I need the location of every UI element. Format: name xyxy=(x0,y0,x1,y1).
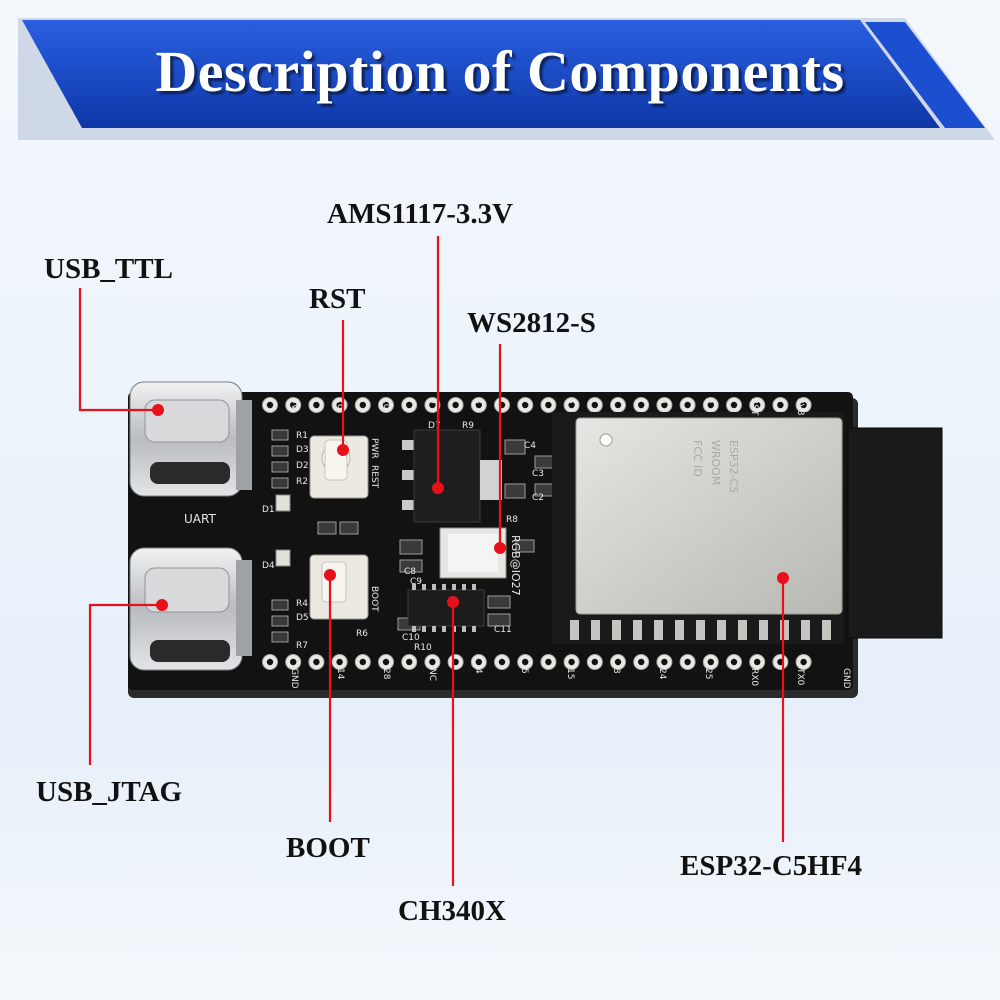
pin-label: 0 xyxy=(657,398,667,404)
module-pad xyxy=(717,620,726,640)
label-usb-jtag: USB_JTAG xyxy=(36,776,183,808)
silkscreen: UART BOOT PWR REST RGB@IO27 R1D3D2R2D1D4… xyxy=(184,398,851,689)
ref-designator: D3 xyxy=(296,445,309,455)
ref-designator: R6 xyxy=(356,629,368,639)
pin-label: 25 xyxy=(703,668,713,679)
pin-label: 3V3 xyxy=(795,398,805,416)
usb-jtag-pointer xyxy=(88,603,162,765)
ref-designator: R4 xyxy=(296,599,308,609)
pin-label: 4 xyxy=(473,668,483,674)
pin-label: 5 xyxy=(519,668,529,674)
svg-text:ESP32-C5: ESP32-C5 xyxy=(727,440,740,493)
rgb-silk: RGB@IO27 xyxy=(509,535,522,596)
module-pad xyxy=(801,620,810,640)
pin-label: 2 xyxy=(703,398,713,404)
ref-designator: C3 xyxy=(532,469,544,479)
ref-designator: C9 xyxy=(410,577,422,587)
pin-label: 5V xyxy=(289,398,299,411)
pin-label: 15 xyxy=(565,668,575,679)
title-banner xyxy=(18,18,995,140)
svg-text:FCC ID: FCC ID xyxy=(691,440,704,477)
label-usb-ttl: USB_TTL xyxy=(44,253,173,285)
boot-button xyxy=(309,554,369,620)
ch340x-chip xyxy=(407,584,485,632)
module-pad xyxy=(675,620,684,640)
pin-label: 14 xyxy=(335,668,345,680)
rest-silk: REST xyxy=(369,465,379,489)
module-pad xyxy=(822,620,831,640)
ref-designator: D7 xyxy=(428,421,441,431)
label-rst: RST xyxy=(309,283,366,315)
label-ws2812: WS2812-S xyxy=(467,307,596,339)
pin-label: TX0 xyxy=(795,667,805,686)
pin-label: 7 xyxy=(519,398,529,404)
pin-label: RST xyxy=(749,398,759,416)
module-pad xyxy=(591,620,600,640)
label-boot: BOOT xyxy=(286,832,370,864)
ref-designator: C10 xyxy=(402,633,420,643)
module-pad xyxy=(612,620,621,640)
pin-label: 6 xyxy=(565,398,575,404)
ref-designator: C8 xyxy=(404,567,416,577)
ref-designator: C4 xyxy=(524,441,536,451)
ref-designator: D4 xyxy=(262,561,275,571)
antenna-area xyxy=(847,427,943,639)
module-pad xyxy=(696,620,705,640)
label-ch340x: CH340X xyxy=(398,895,506,927)
ref-designator: R8 xyxy=(506,515,518,525)
pin-label: 10 xyxy=(381,398,391,410)
pin-label: RX0 xyxy=(749,668,759,686)
page-title: Description of Components xyxy=(155,39,845,104)
rst-button xyxy=(309,435,369,499)
bottom-header-pins xyxy=(262,654,812,670)
top-header-pins xyxy=(262,397,812,413)
ref-designator: R2 xyxy=(296,477,308,487)
ref-designator: R10 xyxy=(414,643,432,653)
pin-label: 26 xyxy=(335,398,345,410)
ref-designator: D2 xyxy=(296,461,309,471)
svg-text:WROOM: WROOM xyxy=(709,440,722,485)
pin-label: NC xyxy=(427,668,437,681)
esp32-c5-module: ESP32-C5 WROOM FCC ID xyxy=(552,412,844,644)
ref-designator: R7 xyxy=(296,641,308,651)
pin-label: 28 xyxy=(381,668,391,680)
module-pad xyxy=(738,620,747,640)
pin-label: 24 xyxy=(657,668,667,680)
pin-label: 9 xyxy=(427,398,437,404)
ws2812-led xyxy=(439,527,507,579)
ref-designator: C11 xyxy=(494,625,512,635)
pin-label: GND xyxy=(289,668,299,689)
ams1117-regulator xyxy=(402,429,502,523)
module-pad xyxy=(780,620,789,640)
boot-silk: BOOT xyxy=(369,586,379,612)
usb-ttl-pointer xyxy=(78,288,158,412)
label-ams1117: AMS1117-3.3V xyxy=(327,198,514,230)
pin-label: GND xyxy=(841,668,851,689)
pin-label: 8 xyxy=(473,398,483,404)
module-pad xyxy=(654,620,663,640)
usb-c-jtag-connector xyxy=(129,547,252,671)
pin-label: 1 xyxy=(611,398,621,404)
ref-designator: R9 xyxy=(462,421,474,431)
ref-designator: R1 xyxy=(296,431,308,441)
pointer-dots xyxy=(152,404,789,611)
module-pad xyxy=(570,620,579,640)
module-pad xyxy=(633,620,642,640)
ref-designator: D1 xyxy=(262,505,275,515)
dev-board: ESP32-C5 WROOM FCC ID UART BOOT PWR REST… xyxy=(128,381,943,698)
label-esp32: ESP32-C5HF4 xyxy=(680,850,863,882)
pwr-silk: PWR xyxy=(369,438,379,459)
ref-designator: C2 xyxy=(532,493,544,503)
pointer-lines xyxy=(78,236,785,886)
ref-designator: D5 xyxy=(296,613,309,623)
module-pad xyxy=(759,620,768,640)
pin-label: 3 xyxy=(611,668,621,674)
usb-c-ttl-connector xyxy=(129,381,252,497)
uart-silk: UART xyxy=(184,512,216,526)
